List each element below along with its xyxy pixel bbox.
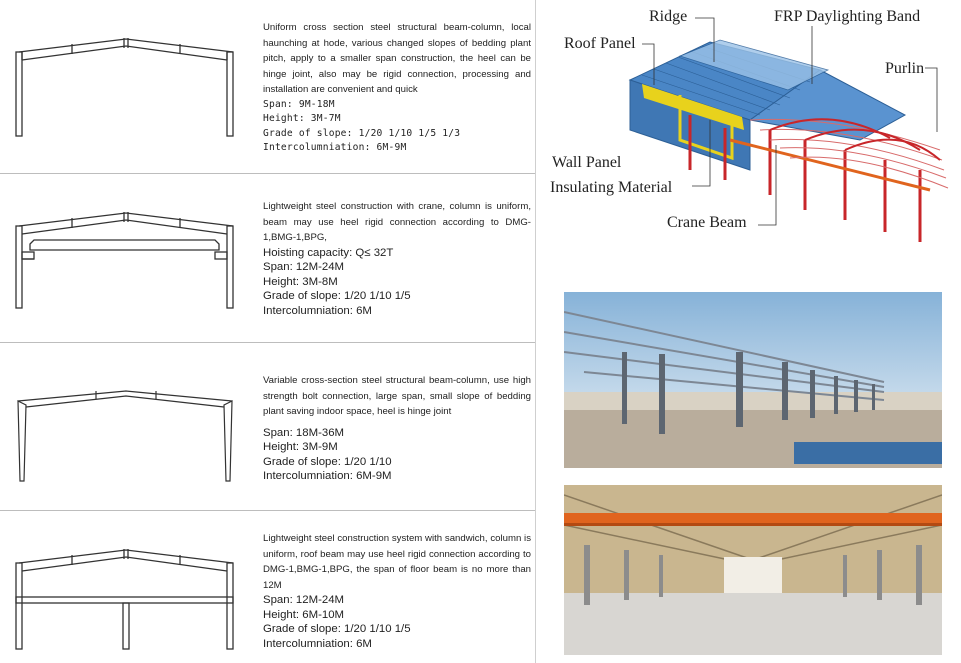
spec-line: Span: 12M-24M xyxy=(263,261,345,273)
frame-type-text-3: Variable cross-section steel structural … xyxy=(263,373,531,484)
sandwich-frame-diagram xyxy=(15,549,234,650)
roof-panel-label: Roof Panel xyxy=(564,35,636,52)
frame-description: Variable cross-section steel structural … xyxy=(263,375,531,417)
construction-site-photo xyxy=(564,292,942,468)
crane-beam-label: Crane Beam xyxy=(667,214,747,231)
portal-frame-diagram-1 xyxy=(15,38,234,137)
ridge-label: Ridge xyxy=(649,8,688,25)
spec-line: Intercolumniation: 6M-9M xyxy=(263,142,407,153)
frame-type-row-2: Lightweight steel construction with cran… xyxy=(0,174,535,342)
purlin-label: Purlin xyxy=(885,60,925,77)
illustrations-panel: Ridge FRP Daylighting Band Roof Panel Pu… xyxy=(540,0,961,663)
row-divider xyxy=(0,173,535,174)
crane-beam-leader-line xyxy=(758,145,777,226)
frp-label: FRP Daylighting Band xyxy=(774,8,921,25)
frame-description: Lightweight steel construction with cran… xyxy=(263,201,531,243)
spec-line: Height: 3M-7M xyxy=(263,113,341,124)
frame-type-text-4: Lightweight steel construction system wi… xyxy=(263,531,531,651)
frame-type-text-2: Lightweight steel construction with cran… xyxy=(263,199,531,318)
spec-line: Grade of slope: 1/20 1/10 xyxy=(263,455,392,468)
tapered-frame-diagram xyxy=(17,390,233,482)
frp-leader-line xyxy=(811,26,813,84)
frame-type-row-4: Lightweight steel construction system wi… xyxy=(0,511,535,663)
wall-panel-label: Wall Panel xyxy=(552,154,622,171)
spec-line: Hoisting capacity: Q≤ 32T xyxy=(263,246,394,259)
spec-line: Height: 6M-10M xyxy=(263,608,345,621)
spec-line: Grade of slope: 1/20 1/10 1/5 xyxy=(263,623,411,635)
spec-line: Span: 18M-36M xyxy=(263,426,345,439)
insulating-leader-line xyxy=(692,120,711,187)
frame-type-row-3: Variable cross-section steel structural … xyxy=(0,343,535,509)
workshop-interior-photo xyxy=(564,485,942,655)
spec-line: Height: 3M-8M xyxy=(263,275,338,288)
spec-line: Height: 3M-9M xyxy=(263,441,338,453)
roof-panel-leader-line xyxy=(642,43,655,85)
spec-line: Intercolumniation: 6M xyxy=(263,304,372,317)
frame-description: Uniform cross section steel structural b… xyxy=(263,22,531,95)
spec-line: Span: 12M-24M xyxy=(263,594,345,606)
ridge-leader-line xyxy=(695,17,715,62)
frame-types-panel: Uniform cross section steel structural b… xyxy=(0,0,535,663)
insulating-material-label: Insulating Material xyxy=(550,179,673,196)
column-divider xyxy=(535,0,536,663)
spec-line: Grade of slope: 1/20 1/10 1/5 1/3 xyxy=(263,127,461,139)
row-divider xyxy=(0,342,535,343)
spec-line: Span: 9M-18M xyxy=(263,98,335,110)
crane-frame-diagram xyxy=(15,212,234,309)
purlin-leader-line xyxy=(925,67,938,132)
spec-line: Intercolumniation: 6M xyxy=(263,637,372,650)
row-divider xyxy=(0,510,535,511)
frame-type-text-1: Uniform cross section steel structural b… xyxy=(263,20,531,156)
spec-line: Grade of slope: 1/20 1/10 1/5 xyxy=(263,290,411,302)
frame-type-row-1: Uniform cross section steel structural b… xyxy=(0,0,535,173)
steel-building-cutaway-diagram xyxy=(628,39,949,242)
frame-description: Lightweight steel construction system wi… xyxy=(263,533,531,591)
spec-line: Intercolumniation: 6M-9M xyxy=(263,470,392,482)
